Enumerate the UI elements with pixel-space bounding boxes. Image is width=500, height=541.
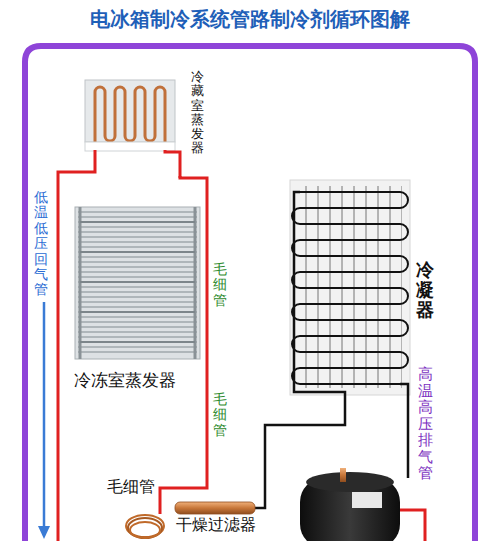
pipe-connector [175, 176, 207, 488]
condenser: 冷凝器 [290, 178, 440, 398]
pipe-label: 毛细管 [213, 392, 227, 438]
node-label: 冷凝器 [416, 260, 434, 319]
pipe-label: 毛细管 [213, 262, 227, 308]
node-label: 冷藏室蒸发器 [191, 70, 204, 156]
fridge-evaporator: 冷藏室蒸发器 [85, 68, 210, 176]
pipe-connector [265, 398, 345, 496]
pipe-label: 低温低压回气管 [34, 190, 48, 298]
freezer-evaporator: 冷冻室蒸发器 [72, 205, 202, 395]
node-label: 冷冻室蒸发器 [74, 371, 176, 391]
pipe-label: 高温高压排气管 [418, 366, 433, 482]
node-label: 干燥过滤器 [176, 516, 256, 534]
capillary-coil: 毛细管 [105, 476, 175, 541]
diagram-title: 电冰箱制冷系统管路制冷剂循环图解 [0, 6, 500, 33]
node-label: 毛细管 [107, 478, 155, 496]
drier-filter: 干燥过滤器 [172, 496, 277, 540]
